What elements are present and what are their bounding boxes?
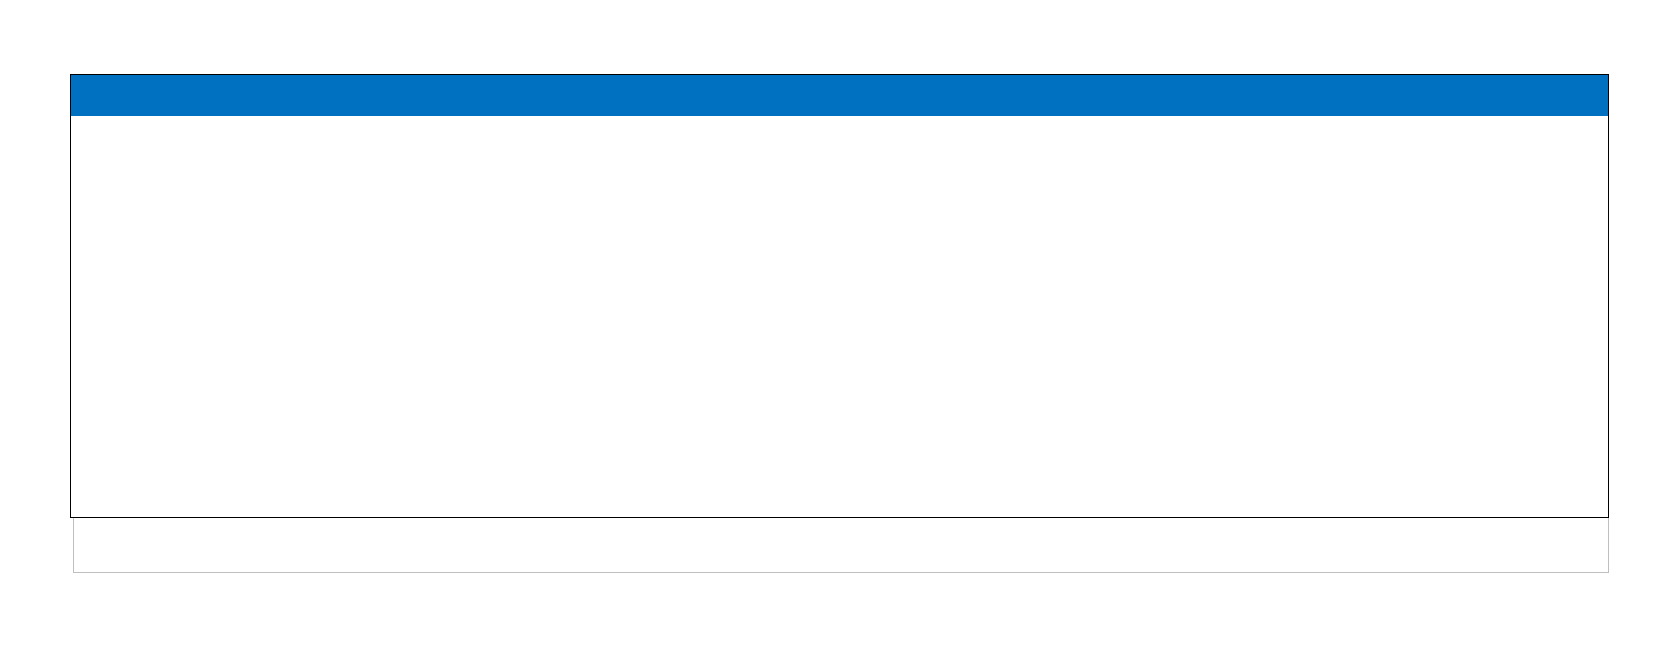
- dialog-body: [71, 116, 1608, 517]
- dialog-header-bar[interactable]: [71, 75, 1608, 116]
- dialog-window: [70, 74, 1609, 518]
- dialog-footer-panel: [73, 518, 1609, 573]
